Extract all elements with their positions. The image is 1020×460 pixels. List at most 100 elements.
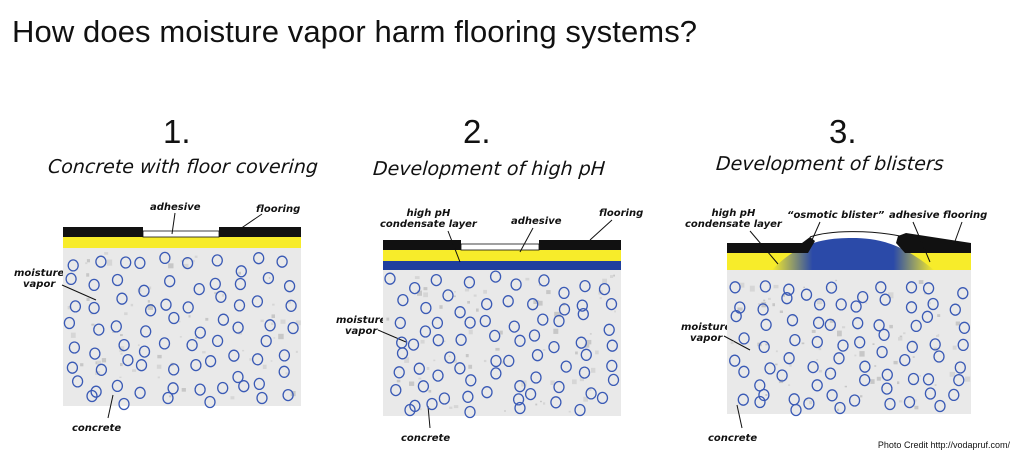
concrete-speckle (775, 363, 778, 366)
concrete-speckle (242, 349, 245, 352)
vapor-pore (204, 355, 217, 368)
concrete-speckle (583, 396, 588, 402)
concrete-speckle (148, 286, 152, 290)
concrete-speckle (449, 406, 453, 409)
concrete-speckle (818, 347, 822, 351)
vapor-pore (86, 389, 98, 403)
panel-1-flooring-left (63, 227, 143, 237)
vapor-pore (553, 314, 565, 328)
vapor-pore (111, 273, 124, 287)
concrete-speckle (157, 376, 160, 379)
concrete-speckle (230, 396, 235, 400)
vapor-pore (194, 326, 206, 339)
vapor-pore (754, 395, 766, 409)
concrete-speckle (914, 405, 919, 410)
panel-2-flooring-label: flooring (599, 208, 644, 219)
panel-1-adhesive-label: adhesive (150, 202, 201, 213)
vapor-pore (881, 382, 893, 395)
vapor-pore (603, 323, 615, 336)
panel-3-concrete-pointer (736, 404, 743, 429)
vapor-pore (116, 292, 128, 305)
vapor-pore (854, 336, 866, 349)
panel-3-adhesive-label: adhesive (889, 210, 940, 221)
concrete-speckle (423, 287, 428, 291)
vapor-pore (957, 287, 969, 300)
panel-2-high-ph-label: high pH condensate layer (380, 208, 477, 230)
panel-1-flooring-pointer (239, 213, 263, 230)
concrete-speckle (80, 363, 84, 367)
vapor-pore (120, 256, 132, 269)
vapor-pore (122, 353, 134, 367)
vapor-pore (933, 350, 945, 363)
vapor-pore (905, 281, 918, 294)
panel-3-high-ph-pointer (749, 230, 779, 265)
vapor-pore (455, 333, 467, 346)
vapor-pore (232, 370, 244, 384)
concrete-speckle (214, 292, 218, 295)
vapor-pore (837, 339, 849, 352)
vapor-pore (857, 290, 869, 304)
concrete-speckle (816, 359, 819, 361)
vapor-pore (182, 301, 194, 314)
vapor-pore (67, 259, 79, 272)
panel-2-concrete-label: concrete (401, 433, 451, 444)
vapor-pore (560, 360, 572, 373)
concrete-speckle (538, 284, 541, 286)
vapor-pore (111, 379, 124, 393)
concrete-speckle (584, 343, 590, 348)
vapor-pore (934, 399, 946, 413)
concrete-speckle (876, 376, 881, 381)
vapor-pore (88, 301, 100, 315)
panel-3-flooring-right (896, 233, 971, 253)
concrete-speckle (188, 315, 191, 318)
vapor-pore (954, 361, 966, 374)
concrete-speckle (758, 303, 761, 305)
vapor-pore (253, 252, 265, 265)
vapor-pore (873, 319, 885, 332)
concrete-speckle (949, 371, 955, 377)
panel-2-moisture-label: moisture vapor (336, 315, 387, 337)
vapor-pore (168, 311, 180, 325)
vapor-pore (168, 363, 180, 376)
vapor-pore (737, 393, 749, 406)
vapor-pore (233, 299, 246, 312)
vapor-pore (824, 318, 836, 331)
vapor-pore (738, 365, 750, 378)
concrete-speckle (610, 275, 614, 278)
vapor-pore (884, 397, 896, 411)
concrete-speckle (278, 333, 284, 340)
concrete-speckle (936, 335, 940, 337)
vapor-pore (953, 373, 965, 387)
concrete-speckle (842, 326, 846, 329)
vapor-pore (738, 332, 750, 345)
vapor-pore (607, 373, 620, 387)
concrete-speckle (97, 360, 101, 366)
concrete-speckle (273, 337, 276, 339)
vapor-pore (262, 271, 275, 285)
vapor-pore (285, 299, 297, 312)
concrete-speckle (467, 301, 470, 304)
vapor-pore (922, 282, 935, 295)
concrete-speckle (168, 263, 174, 269)
concrete-speckle (801, 342, 805, 345)
concrete-speckle (420, 339, 425, 344)
concrete-speckle (918, 280, 924, 284)
concrete-speckle (775, 350, 778, 353)
concrete-speckle (543, 402, 546, 405)
vapor-pore (825, 281, 838, 294)
vapor-pore (921, 310, 934, 323)
vapor-pore (558, 286, 570, 300)
vapor-pore (503, 354, 515, 368)
concrete-speckle (495, 347, 500, 351)
concrete-speckle (579, 377, 584, 382)
concrete-speckle (914, 399, 917, 402)
concrete-speckle (202, 351, 206, 354)
concrete-speckle (271, 322, 274, 325)
vapor-pore (95, 363, 108, 376)
vapor-pore (859, 360, 871, 373)
vapor-pore (442, 289, 454, 302)
concrete-speckle (260, 319, 264, 323)
panel-3-flooring-pointer (953, 221, 963, 245)
concrete-speckle (854, 354, 857, 357)
